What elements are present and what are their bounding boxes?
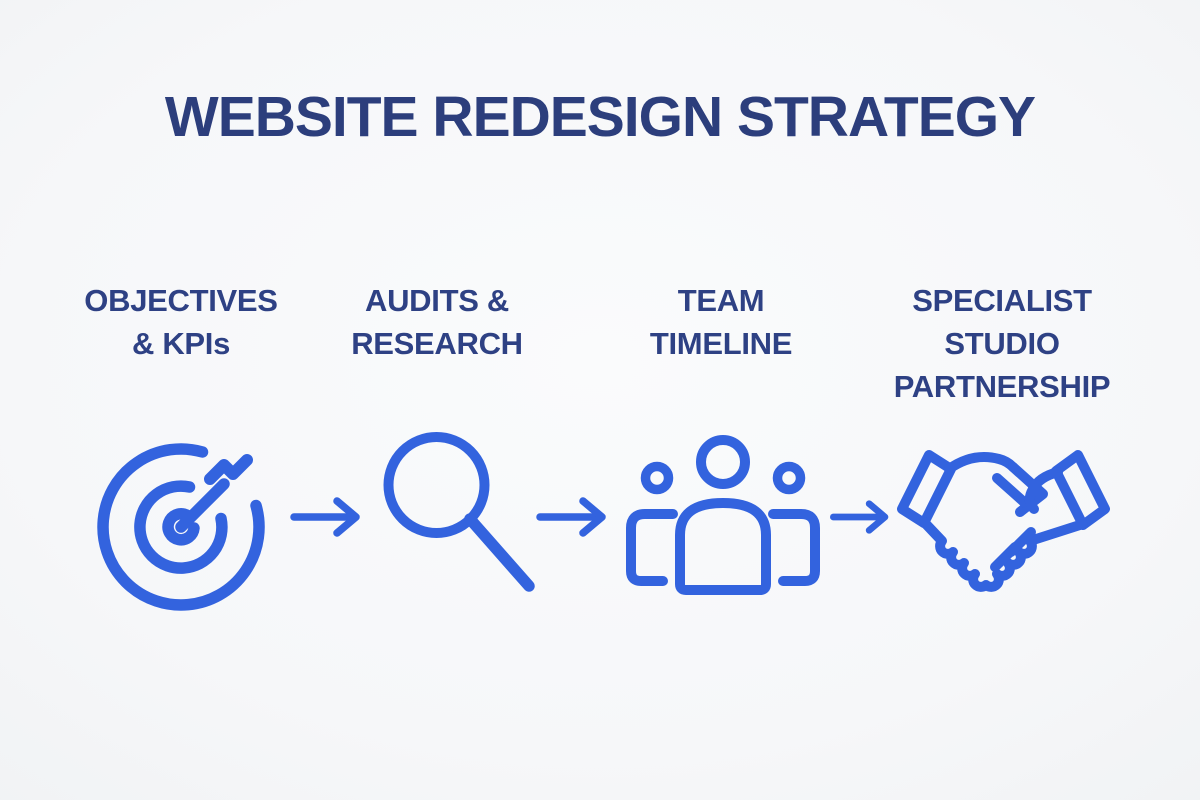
page-title: WEBSITE REDESIGN STRATEGY	[164, 85, 1036, 149]
arrow-right-icon	[536, 496, 608, 538]
arrow-right-icon	[830, 499, 890, 535]
label-line: PARTNERSHIP	[893, 369, 1111, 404]
arrow-right-icon	[290, 496, 362, 538]
step-label-objectives-kpis: OBJECTIVES & KPIs	[31, 279, 331, 365]
team-people-icon	[623, 435, 823, 595]
label-line: RESEARCH	[351, 326, 523, 361]
target-dart-icon	[95, 437, 267, 613]
label-line: TIMELINE	[649, 326, 793, 361]
label-line: OBJECTIVES	[84, 283, 278, 318]
label-line: SPECIALIST	[912, 283, 1092, 318]
label-line: STUDIO	[944, 326, 1060, 361]
handshake-icon	[893, 445, 1110, 610]
label-line: TEAM	[677, 283, 765, 318]
step-label-studio-partnership: SPECIALIST STUDIO PARTNERSHIP	[852, 279, 1152, 408]
label-line: & KPIs	[131, 326, 231, 361]
magnifying-glass-icon	[378, 428, 540, 596]
step-label-audits-research: AUDITS & RESEARCH	[287, 279, 587, 365]
label-line: AUDITS &	[365, 283, 509, 318]
step-label-team-timeline: TEAM TIMELINE	[571, 279, 871, 365]
